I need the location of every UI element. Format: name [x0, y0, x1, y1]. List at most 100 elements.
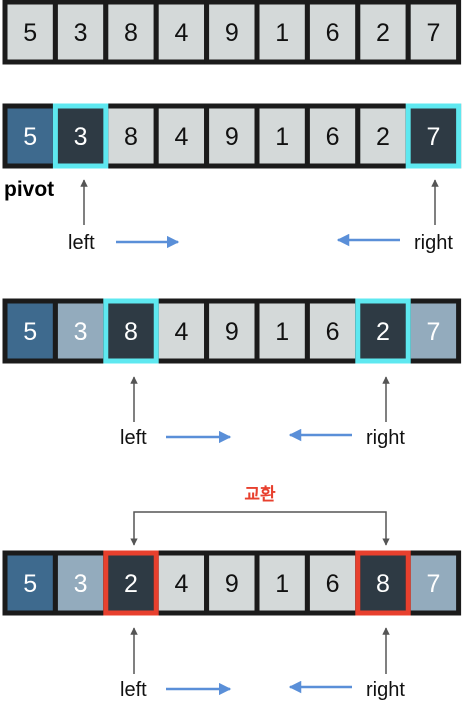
- pivot-label: pivot: [4, 178, 54, 201]
- array-cell: 2: [355, 298, 411, 364]
- left-label: left: [120, 427, 147, 449]
- array-cell: 7: [405, 298, 462, 364]
- array-cell: 4: [153, 550, 210, 616]
- array-cell: 1: [254, 550, 310, 616]
- highlight-border: [103, 298, 159, 364]
- array-cell-value: 9: [225, 19, 239, 47]
- array-row: 5 3 8 4 9 1 6 2 7: [2, 103, 462, 169]
- array-cell: 4: [153, 103, 210, 169]
- array-cell-box: [405, 0, 462, 65]
- array-cell: 9: [204, 298, 260, 364]
- array-cell-value: 2: [124, 570, 138, 598]
- array-cell: 3: [52, 550, 109, 616]
- array-cell-value: 4: [174, 318, 188, 346]
- array-cell-value: 3: [74, 570, 88, 598]
- array-cell-box: [304, 550, 361, 616]
- array-cell: 2: [355, 0, 411, 65]
- array-cell: 5: [2, 298, 58, 364]
- array-cell: 9: [204, 103, 260, 169]
- array-cell-value: 4: [174, 123, 188, 151]
- array-cell-value: 5: [23, 123, 37, 151]
- array-cell-value: 4: [174, 570, 188, 598]
- array-cell-value: 7: [426, 123, 440, 151]
- array-cell-value: 3: [74, 318, 88, 346]
- array-cell: 7: [405, 103, 462, 169]
- array-cell: 1: [254, 103, 310, 169]
- array-cell-value: 5: [23, 318, 37, 346]
- array-cell-value: 7: [426, 19, 440, 47]
- array-cell-value: 6: [326, 123, 340, 151]
- array-cell: 6: [304, 550, 361, 616]
- right-label: right: [414, 232, 453, 254]
- left-label: left: [68, 232, 95, 254]
- left-label: left: [120, 679, 147, 701]
- array-cell: 6: [304, 103, 361, 169]
- array-cell: 2: [355, 103, 411, 169]
- array-cell: 9: [204, 0, 260, 65]
- array-cell-value: 1: [275, 19, 289, 47]
- array-cell-value: 8: [124, 318, 138, 346]
- array-cell-value: 8: [124, 123, 138, 151]
- array-cell-value: 6: [326, 19, 340, 47]
- highlight-border: [103, 550, 159, 616]
- array-cell-box: [304, 103, 361, 169]
- array-cell-value: 1: [275, 318, 289, 346]
- array-cell: 8: [103, 103, 159, 169]
- array-cell-box: [304, 298, 361, 364]
- array-cell-value: 2: [376, 19, 390, 47]
- array-cell-value: 3: [74, 123, 88, 151]
- array-cell-box: [103, 0, 159, 65]
- array-cell: 8: [355, 550, 411, 616]
- array-cell-value: 1: [275, 123, 289, 151]
- highlight-border: [355, 550, 411, 616]
- array-cell-box: [254, 298, 310, 364]
- array-cell: 4: [153, 0, 210, 65]
- array-cell: 3: [52, 0, 109, 65]
- array-cell-value: 6: [326, 318, 340, 346]
- array-cell: 5: [2, 550, 58, 616]
- highlight-border: [52, 103, 109, 169]
- array-cell: 2: [103, 550, 159, 616]
- array-cell-box: [153, 298, 210, 364]
- array-cell: 4: [153, 298, 210, 364]
- array-cell-value: 3: [74, 19, 88, 47]
- array-cell-value: 9: [225, 318, 239, 346]
- array-cell-box: [355, 0, 411, 65]
- array-cell-value: 5: [23, 570, 37, 598]
- swap-bracket-arrow: [130, 511, 390, 546]
- array-cell: 9: [204, 550, 260, 616]
- array-cell-value: 1: [275, 570, 289, 598]
- array-cell: 3: [52, 298, 109, 364]
- array-cell-box: [254, 550, 310, 616]
- array-cell-value: 9: [225, 123, 239, 151]
- array-cell-value: 2: [376, 318, 390, 346]
- array-cell: 5: [2, 103, 58, 169]
- array-cell-box: [52, 0, 109, 65]
- array-cell: 7: [405, 550, 462, 616]
- array-cell-box: [52, 298, 109, 364]
- array-cell-value: 6: [326, 570, 340, 598]
- array-cell-box: [2, 0, 58, 65]
- right-label: right: [366, 427, 405, 449]
- highlight-border: [405, 103, 462, 169]
- array-cell: 8: [103, 0, 159, 65]
- array-cell-value: 2: [376, 123, 390, 151]
- array-cell-value: 7: [426, 570, 440, 598]
- array-cell: 5: [2, 0, 58, 65]
- array-cell-value: 8: [124, 19, 138, 47]
- swap-label: 교환: [244, 485, 276, 505]
- array-cell: 1: [254, 0, 310, 65]
- array-cell: 7: [405, 0, 462, 65]
- array-cell: 6: [304, 298, 361, 364]
- array-cell-box: [2, 103, 58, 169]
- highlight-border: [355, 298, 411, 364]
- array-cell-value: 5: [23, 19, 37, 47]
- right-label: right: [366, 679, 405, 701]
- array-cell: 6: [304, 0, 361, 65]
- array-cell-box: [355, 103, 411, 169]
- array-cell-box: [204, 0, 260, 65]
